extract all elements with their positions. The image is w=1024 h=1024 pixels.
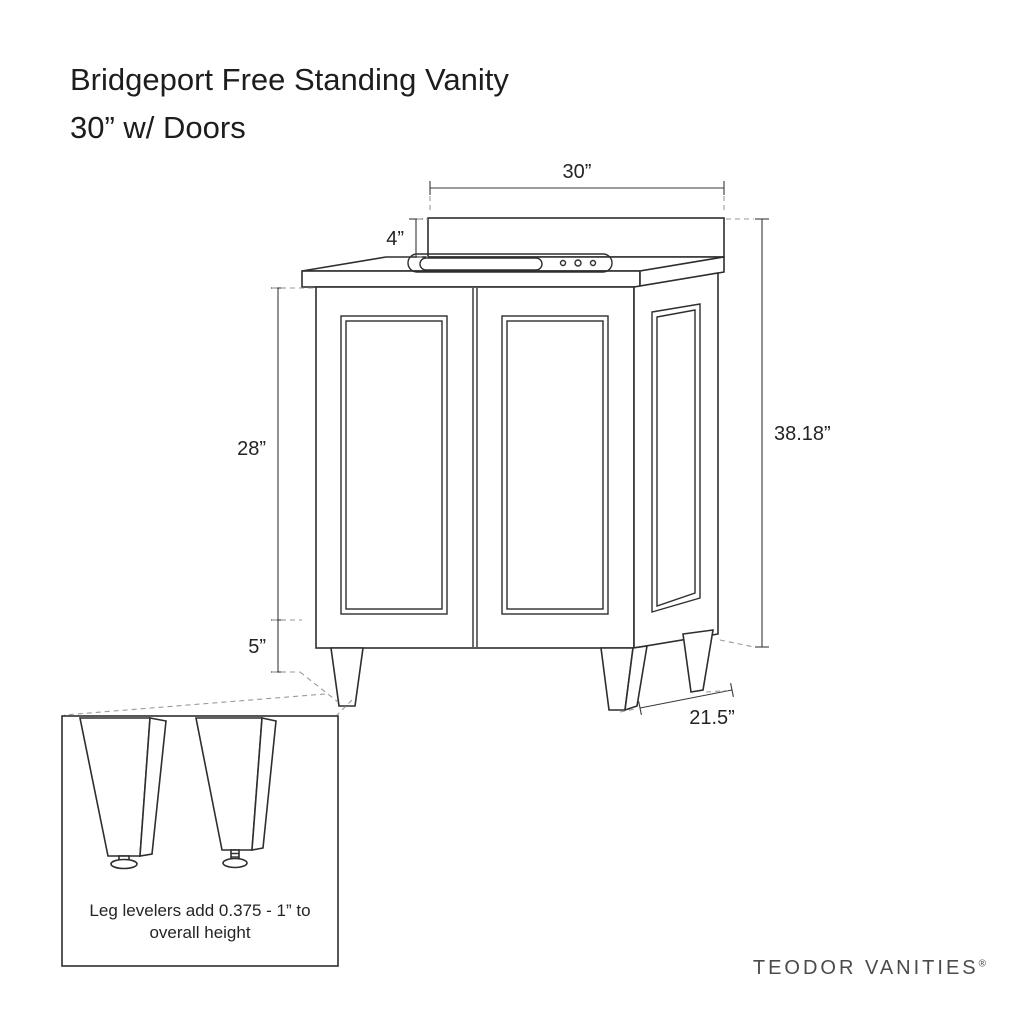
detail-note-line-2: overall height <box>149 923 250 942</box>
side-panel-face <box>633 272 719 649</box>
faucet-hole <box>574 259 582 267</box>
detail-callout-lines <box>63 693 353 716</box>
back-right-leg <box>682 629 714 693</box>
title-line-1: Bridgeport Free Standing Vanity <box>70 62 509 97</box>
width-top-label: 30” <box>563 161 592 183</box>
side-panel-inner <box>656 309 696 607</box>
side-panel-outer <box>651 303 701 613</box>
dimension-depth: 21.5” <box>619 682 735 729</box>
dimension-backsplash-height: 4” <box>386 218 428 258</box>
dimension-total-height: 38.18” <box>719 218 831 648</box>
cabinet-side <box>633 272 719 649</box>
detail-left-leveler-pad <box>110 858 138 870</box>
sink-basin <box>419 257 543 271</box>
depth-label: 21.5” <box>689 707 735 729</box>
title-line-2: 30” w/ Doors <box>70 110 246 145</box>
detail-right-leg <box>195 717 277 869</box>
countertop-front-edge <box>301 270 641 288</box>
left-door-panel-inner <box>345 320 443 610</box>
vanity-drawing <box>301 217 725 712</box>
page-title: Bridgeport Free Standing Vanity 30” w/ D… <box>70 62 509 145</box>
sink-rim <box>407 253 613 273</box>
dimension-cabinet-height: 28” <box>237 287 314 621</box>
right-door-panel-outer <box>501 315 609 615</box>
dimension-annotations: 30” 4” 28” <box>237 161 831 729</box>
cabinet-front-face <box>315 286 635 649</box>
detail-right-leg-side-face <box>251 717 277 851</box>
backsplash-front-face <box>427 217 725 258</box>
detail-note-line-1: Leg levelers add 0.375 - 1” to <box>89 901 310 920</box>
dimension-width-top: 30” <box>429 161 725 214</box>
legs <box>330 629 714 712</box>
detail-right-leveler-pad <box>222 857 248 869</box>
front-left-leg <box>330 647 364 707</box>
brand-name: TEODOR VANITIES <box>752 957 979 979</box>
left-door-panel-outer <box>340 315 448 615</box>
right-door-panel-inner <box>506 320 604 610</box>
dimension-leg-height: 5” <box>248 620 339 703</box>
faucet-hole <box>559 259 567 267</box>
cabinet-front <box>315 286 635 649</box>
backsplash <box>427 217 725 258</box>
total-height-label: 38.18” <box>774 423 831 445</box>
detail-left-leg <box>79 717 167 870</box>
detail-left-leg-side-face <box>139 717 167 857</box>
sink-cutout <box>407 253 613 273</box>
front-right-leg-side-face <box>624 645 648 712</box>
cabinet-height-label: 28” <box>237 438 266 460</box>
registered-trademark-symbol: ® <box>978 958 986 970</box>
faucet-hole <box>589 259 597 267</box>
countertop-side-edge <box>639 256 725 288</box>
leg-height-label: 5” <box>248 636 266 658</box>
backsplash-height-label: 4” <box>386 228 404 250</box>
brand-logotype: TEODOR VANITIES® <box>753 957 986 980</box>
leg-detail-inset: Leg levelers add 0.375 - 1” to overall h… <box>61 715 339 967</box>
